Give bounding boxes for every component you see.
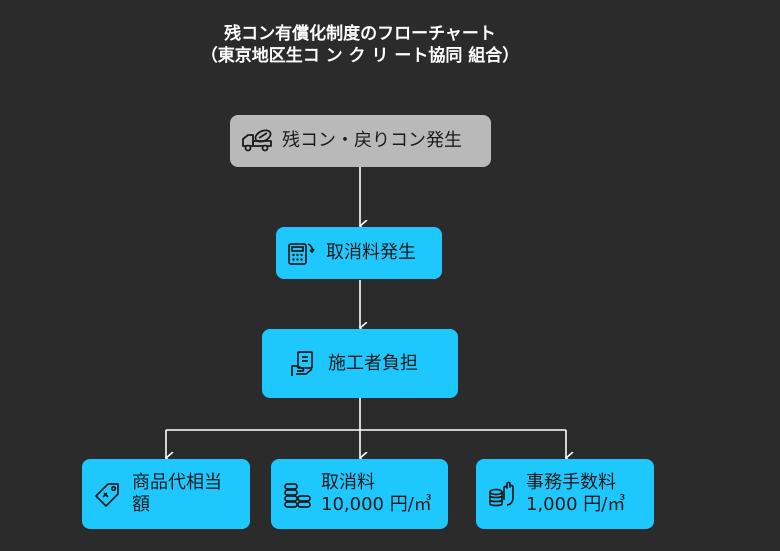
price-tag-icon	[92, 478, 124, 510]
hand-document-icon	[288, 349, 318, 379]
node-product-price-line1: 商品代相当	[132, 472, 222, 493]
node-cancel-charge-line1: 取消料	[321, 472, 375, 493]
mixer-truck-icon	[240, 127, 274, 155]
node-cancel-fee-label: 取消料発生	[326, 242, 416, 263]
node-product-price-line2: 額	[132, 494, 150, 515]
node-office-fee-line1: 事務手数料	[526, 472, 616, 493]
chart-title: 残コン有償化制度のフローチャート	[224, 24, 496, 44]
hand-coins-icon	[486, 478, 518, 510]
node-start: 残コン・戻りコン発生	[230, 115, 491, 167]
node-cancel-charge: 取消料 10,000 円/㎥	[271, 459, 448, 529]
node-contractor-burden: 施工者負担	[262, 329, 458, 398]
coins-stack-icon	[281, 478, 313, 510]
node-contractor-label: 施工者負担	[328, 352, 418, 374]
calculator-icon	[286, 239, 316, 267]
node-cancel-fee: 取消料発生	[276, 227, 442, 279]
node-start-label: 残コン・戻りコン発生	[282, 130, 462, 151]
node-cancel-charge-line2: 10,000 円/㎥	[321, 494, 432, 515]
node-office-fee-line2: 1,000 円/㎥	[526, 494, 626, 515]
chart-subtitle: （東京地区生コ ン ク リ ート協同 組合）	[200, 46, 520, 66]
node-office-fee: 事務手数料 1,000 円/㎥	[476, 459, 654, 529]
node-product-price: 商品代相当 額	[82, 459, 250, 529]
